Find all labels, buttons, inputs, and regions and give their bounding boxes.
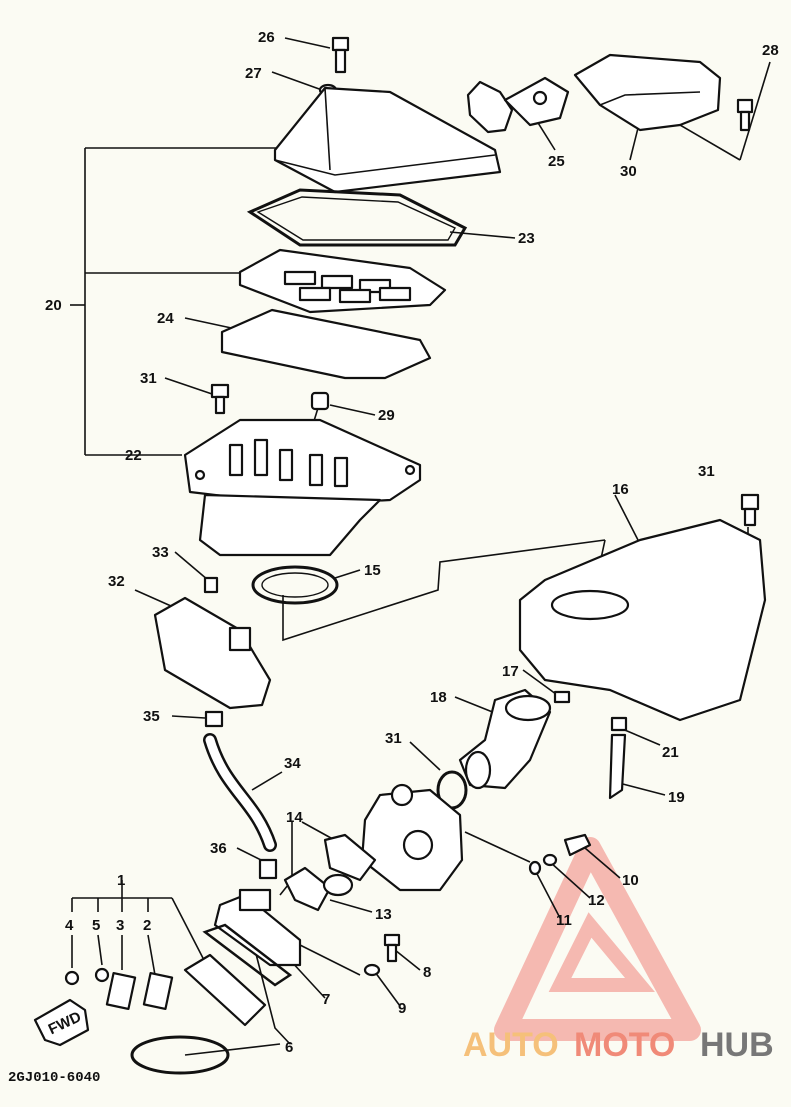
callout-19: 19 [668,789,685,806]
bolt-10 [563,833,592,857]
svg-text:AUTO: AUTO [463,1026,559,1064]
fwd-arrow-icon: FWD [33,998,90,1047]
reed-valve-assembly [64,953,267,1027]
callout-4: 4 [65,917,74,934]
callout-20: 20 [45,297,62,314]
intake-box-16 [518,518,767,722]
bolt-8 [383,933,401,963]
callout-34: 33 [152,544,169,561]
filter-element-frame [238,248,447,314]
callout-28: 28 [762,42,779,59]
callout-9: 9 [398,1000,406,1017]
callout-30: 30 [620,163,637,180]
callout-36-bottom: 36 [210,840,227,857]
callout-8: 8 [423,964,431,981]
bolt-28 [736,98,754,132]
watermark-logo-icon [494,837,701,1041]
callout-16: 16 [612,481,629,498]
manifold-7 [213,888,302,967]
gasket-6 [130,923,293,1075]
callout-1: 1 [117,872,125,889]
reed-case-33 [153,596,272,710]
bolt-31-right [740,493,760,527]
callout-5: 5 [92,917,100,934]
filter-element-24 [220,308,432,380]
air-cleaner-case-22 [183,418,422,557]
drain-tube-19 [608,733,627,800]
callout-13: 13 [375,906,392,923]
washer-9 [363,963,381,977]
callout-22: 22 [125,447,142,464]
callout-25: 25 [548,153,565,170]
clip-21 [610,716,628,732]
callout-2: 2 [143,917,151,934]
fitting-36-top [204,710,224,728]
callout-21: 21 [662,744,679,761]
callout-14: 14 [286,809,303,826]
o-ring-15 [251,565,339,605]
washer-12 [542,853,558,867]
drawing-code: 2GJ010-6040 [8,1070,100,1086]
callout-26: 26 [258,29,275,46]
bolt-26 [331,36,350,74]
gaskets-13-14 [283,833,377,912]
callout-6: 6 [285,1039,293,1056]
callout-labels: 26 27 28 25 30 23 20 24 31 29 22 31 16 3… [45,29,779,1056]
intake-joint-18 [458,688,552,790]
callout-32: 31 [385,730,402,747]
callout-23: 23 [518,230,535,247]
callout-31-right: 31 [698,463,715,480]
callout-33: 32 [108,573,125,590]
callout-29: 29 [378,407,395,424]
callout-11: 11 [556,912,572,929]
nut-17 [553,690,571,704]
fitting-34 [203,576,219,594]
grommet-29 [310,391,330,411]
fitting-36-bottom [258,858,278,880]
callout-3: 3 [116,917,124,934]
callout-7: 7 [322,991,330,1008]
svg-text:MOTO: MOTO [574,1026,675,1064]
watermark-text: AUTO MOTO HUB [463,1026,774,1064]
callout-17: 17 [502,663,519,680]
gasket-23 [246,188,468,247]
callout-24: 24 [157,310,174,327]
svg-text:HUB: HUB [700,1026,774,1064]
callout-31-left: 31 [140,370,157,387]
callout-15: 15 [364,562,381,579]
connector-25 [466,76,570,134]
callout-10: 10 [622,872,639,889]
callout-36-top: 35 [143,708,160,725]
bolt-31-left [210,383,230,415]
duct-cap-30 [573,53,722,132]
air-cleaner-cap [273,86,502,194]
washer-11 [528,860,542,876]
callout-27: 27 [245,65,262,82]
callout-18: 18 [430,689,447,706]
callout-35: 34 [284,755,301,772]
carburetor [360,783,464,892]
callout-12: 12 [588,892,605,909]
